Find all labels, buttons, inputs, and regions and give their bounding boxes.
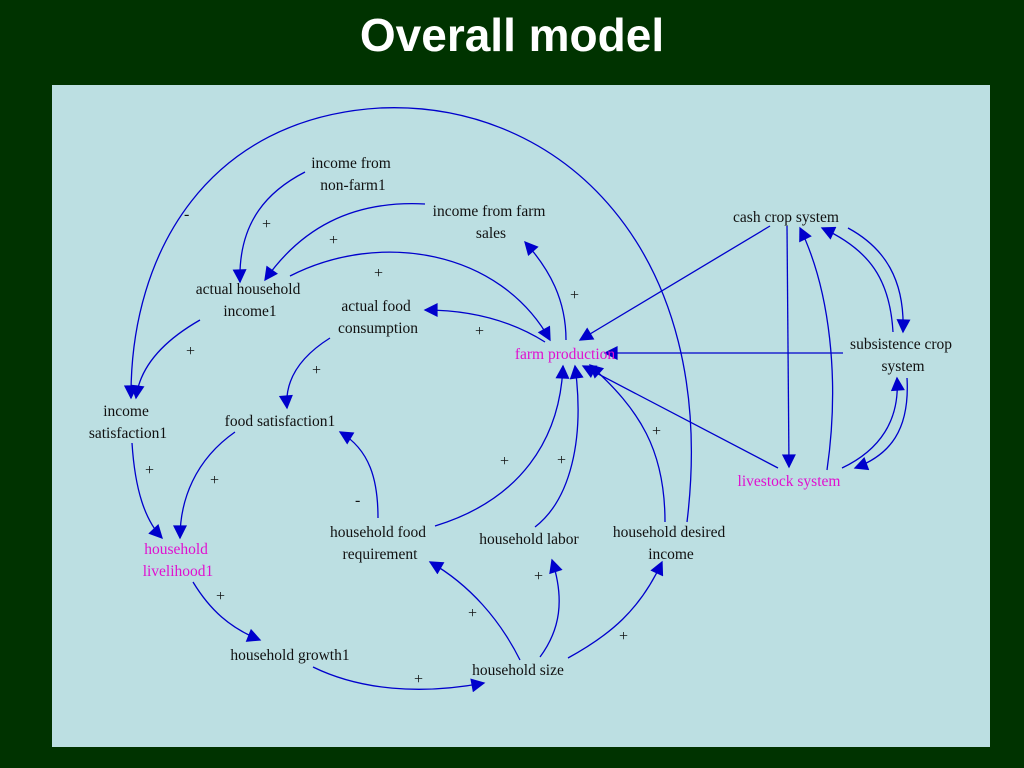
node-income-satisfaction[interactable]: income satisfaction1 xyxy=(89,403,167,442)
polarity-label: - xyxy=(184,206,189,223)
polarity-label: + xyxy=(468,605,477,622)
polarity-label: + xyxy=(475,323,484,340)
node-livestock-system[interactable]: livestock system xyxy=(738,473,841,490)
link-livestock-to-cash-crop xyxy=(799,226,834,471)
polarity-label: + xyxy=(262,216,271,233)
link-cash-crop-to-livestock xyxy=(781,225,796,469)
link-livestock-to-subsistence xyxy=(841,376,905,469)
link-nonfarm-to-actual-income xyxy=(232,171,306,284)
link-food-req-to-food-sat xyxy=(338,431,379,519)
node-household-size[interactable]: household size xyxy=(472,662,564,679)
link-cash-crop-to-farm-production xyxy=(578,225,771,341)
link-actual-income-to-farm-production xyxy=(289,251,551,342)
links xyxy=(123,107,911,693)
link-size-to-labor xyxy=(539,558,563,658)
link-income-sat-to-livelihood xyxy=(131,442,163,540)
polarity-label: + xyxy=(557,452,566,469)
polarity-label: + xyxy=(186,343,195,360)
link-growth-to-size xyxy=(312,666,486,693)
link-desired-income-to-income-sat xyxy=(123,107,692,523)
polarity-label: + xyxy=(374,265,383,282)
link-actual-income-to-income-sat xyxy=(130,319,201,400)
page-title: Overall model xyxy=(359,9,665,61)
node-cash-crop-system[interactable]: cash crop system xyxy=(733,209,839,226)
node-household-labor[interactable]: household labor xyxy=(479,531,579,548)
node-farm-production[interactable]: farm production xyxy=(515,346,616,363)
link-subsistence-to-livestock xyxy=(853,377,908,471)
link-size-to-desired-income xyxy=(567,560,664,659)
link-subsistence-to-cash-crop xyxy=(820,226,894,333)
node-income-from-non-farm[interactable]: income from non-farm1 xyxy=(311,155,395,194)
diagram-panel xyxy=(52,85,990,747)
polarity-label: - xyxy=(355,492,360,509)
polarity-label: + xyxy=(619,628,628,645)
polarity-label: + xyxy=(216,588,225,605)
link-food-sat-to-livelihood xyxy=(173,431,236,540)
link-farm-production-to-actual-food xyxy=(423,303,546,343)
polarity-label: + xyxy=(534,568,543,585)
link-cash-crop-to-subsistence xyxy=(847,227,911,334)
polarity-labels: - + + + + + + + + + + - + + + + + + + xyxy=(145,206,661,688)
link-farm-production-to-farm-sales xyxy=(524,240,567,341)
link-farm-sales-to-actual-income xyxy=(264,203,426,282)
polarity-label: + xyxy=(329,232,338,249)
node-household-food-requirement[interactable]: household food requirement xyxy=(330,524,430,563)
node-income-from-farm-sales[interactable]: income from farm sales xyxy=(433,203,550,242)
node-household-growth[interactable]: household growth1 xyxy=(230,647,349,664)
polarity-label: + xyxy=(500,453,509,470)
node-household-livelihood[interactable]: household livelihood1 xyxy=(143,541,214,580)
polarity-label: + xyxy=(652,423,661,440)
node-food-satisfaction[interactable]: food satisfaction1 xyxy=(225,413,336,430)
node-actual-food-consumption[interactable]: actual food consumption xyxy=(338,298,418,337)
nodes: income from non-farm1 income from farm s… xyxy=(89,155,956,679)
polarity-label: + xyxy=(210,472,219,489)
link-size-to-food-req xyxy=(428,561,521,661)
node-actual-household-income[interactable]: actual household income1 xyxy=(196,281,304,320)
node-household-desired-income[interactable]: household desired income xyxy=(613,524,729,563)
node-subsistence-crop-system[interactable]: subsistence crop system xyxy=(850,336,956,375)
link-livestock-to-farm-production xyxy=(581,365,779,469)
link-livelihood-to-growth xyxy=(192,581,262,642)
link-desired-income-to-farm-production xyxy=(588,364,666,523)
polarity-label: + xyxy=(570,287,579,304)
polarity-label: + xyxy=(145,462,154,479)
link-actual-food-to-food-sat xyxy=(278,337,331,410)
polarity-label: + xyxy=(312,362,321,379)
link-labor-to-farm-production xyxy=(534,364,584,528)
polarity-label: + xyxy=(414,671,423,688)
link-food-req-to-farm-production xyxy=(434,364,570,527)
